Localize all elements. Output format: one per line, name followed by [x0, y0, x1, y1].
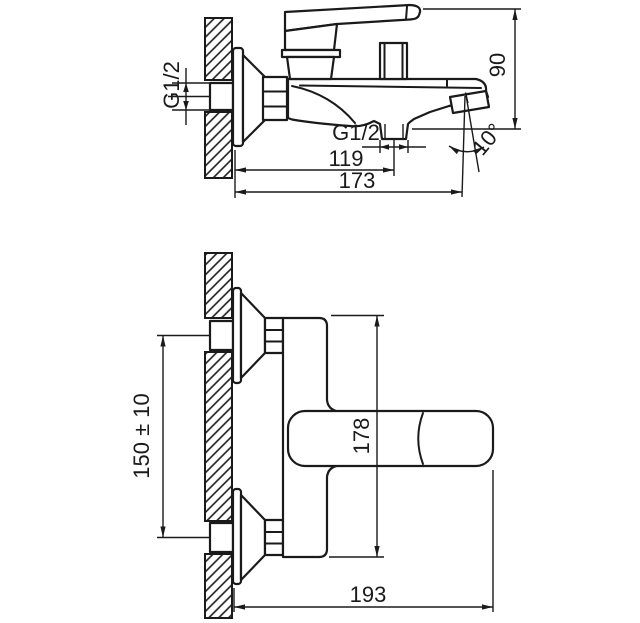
wall-section — [204, 553, 233, 619]
dimension-label-spray-angle: 10° — [467, 119, 508, 161]
aerator — [448, 89, 491, 115]
dimension-spout-height: 90 — [412, 8, 521, 130]
front-view: 150 ± 10 178 193 — [129, 252, 495, 619]
dimension-spout-depth: 173 — [235, 168, 462, 195]
escutcheon-cone — [239, 493, 267, 582]
dimension-total-width: 193 — [233, 470, 494, 612]
pipe-bend-contour — [291, 85, 356, 124]
wall-section — [204, 351, 233, 522]
dimension-label-spout-height: 90 — [485, 53, 510, 77]
lever-bar — [286, 409, 495, 468]
eccentric-connector — [231, 487, 285, 586]
handle-lever — [280, 3, 422, 81]
dimension-label-spout-depth: 173 — [339, 168, 376, 193]
escutcheon-plate — [231, 46, 245, 148]
faucet-body — [286, 77, 490, 141]
dimension-label-shower-depth: 119 — [328, 146, 363, 171]
hex-nut — [261, 75, 289, 122]
escutcheon-cone — [239, 291, 267, 380]
dimension-shower-thread: G1/2 — [332, 120, 426, 176]
escutcheon-plate — [231, 286, 243, 385]
lever-bar — [283, 3, 422, 33]
eccentric-connector — [231, 286, 285, 385]
dimension-inlet-spacing: 150 ± 10 — [129, 335, 166, 538]
lever-joint-line — [417, 412, 424, 465]
hex-nut — [263, 518, 285, 557]
dimension-label-inlet-thread: G1/2 — [159, 61, 184, 109]
hex-nut — [263, 316, 285, 355]
eccentric-connector — [231, 46, 289, 148]
inlet-nipple — [208, 521, 235, 554]
lever-neck-lower — [285, 55, 336, 81]
inlet-nipple — [208, 81, 235, 112]
wall-section — [204, 111, 233, 179]
handle-lever — [286, 409, 495, 468]
spout-top-band — [299, 84, 482, 89]
dimension-label-shower-thread: G1/2 — [332, 120, 380, 145]
dimension-label-body-height: 178 — [349, 418, 374, 455]
dimension-body-height: 178 — [329, 314, 384, 558]
diverter-knob — [378, 41, 409, 81]
dimension-inlet-thread: G1/2 — [159, 61, 209, 125]
inlet-nipple — [208, 319, 235, 352]
wall-section — [204, 252, 233, 319]
dimension-label-total-width: 193 — [350, 582, 387, 607]
dimension-label-inlet-spacing: 150 ± 10 — [129, 393, 154, 478]
wall-section — [204, 17, 233, 81]
escutcheon-plate — [231, 487, 243, 586]
dimension-shower-depth: 119 — [234, 146, 394, 198]
lever-tip-line — [405, 5, 408, 21]
side-view: G1/2 90 10° G1/2 — [159, 3, 521, 198]
